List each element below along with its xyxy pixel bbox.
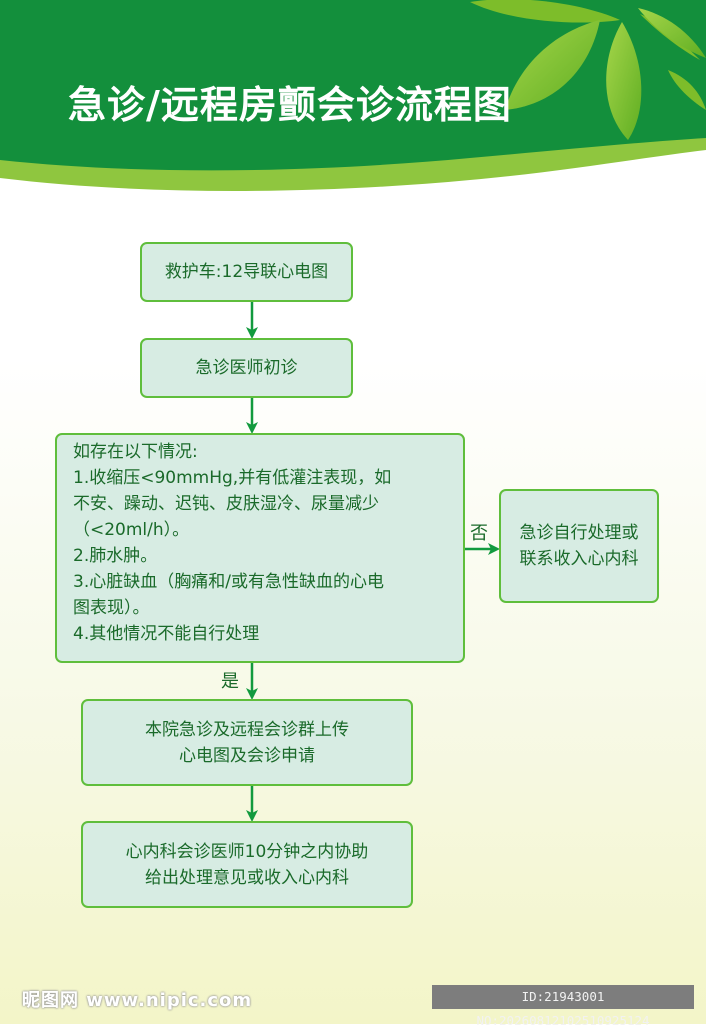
step5-line: 给出处理意见或收入心内科 [144,867,349,888]
flow-box-condition: 如存在以下情况: 1.收缩压<90mmHg,并有低灌注表现，如 不安、躁动、迟钝… [55,433,465,663]
yes-label: 是 [221,671,239,692]
flow-box-label: 救护车:12导联心电图 [164,262,329,282]
flow-box-self-handle: 急诊自行处理或 联系收入心内科 [499,489,659,603]
header-banner [0,0,706,210]
step5-line: 心内科会诊医师10分钟之内协助 [125,841,369,862]
no-label: 否 [470,523,488,544]
condition-line: 不安、躁动、迟钝、皮肤湿冷、尿量减少 [73,494,379,514]
flow-box-initial-diagnosis: 急诊医师初诊 [140,338,353,398]
condition-line: 如存在以下情况: [73,442,198,462]
condition-line: 4.其他情况不能自行处理 [73,624,260,644]
watermark: 昵图网 www.nipic.com [22,990,253,1011]
step4-line: 本院急诊及远程会诊群上传 [145,719,349,740]
no-branch-line: 急诊自行处理或 [519,523,639,543]
flow-box-ambulance-ecg: 救护车:12导联心电图 [140,242,353,302]
condition-line: 3.心脏缺血（胸痛和/或有急性缺血的心电 [73,572,384,592]
condition-line: （<20ml/h）。 [73,520,190,540]
condition-line: 2.肺水肿。 [73,546,158,566]
image-id-badge: ID:21943001 NO:20260812102510925124 [432,985,694,1028]
condition-line: 1.收缩压<90mmHg,并有低灌注表现，如 [73,468,392,488]
no-branch-line: 联系收入心内科 [519,549,639,569]
flow-box-label: 急诊医师初诊 [195,358,298,378]
condition-line: 图表现）。 [73,598,150,618]
flow-box-upload-ecg: 本院急诊及远程会诊群上传 心电图及会诊申请 [81,699,413,786]
flow-box-cardiology-consult: 心内科会诊医师10分钟之内协助 给出处理意见或收入心内科 [81,821,413,908]
step4-line: 心电图及会诊申请 [179,745,315,766]
page-title: 急诊/远程房颤会诊流程图 [68,83,512,127]
leaf-decoration-icon [470,0,706,140]
